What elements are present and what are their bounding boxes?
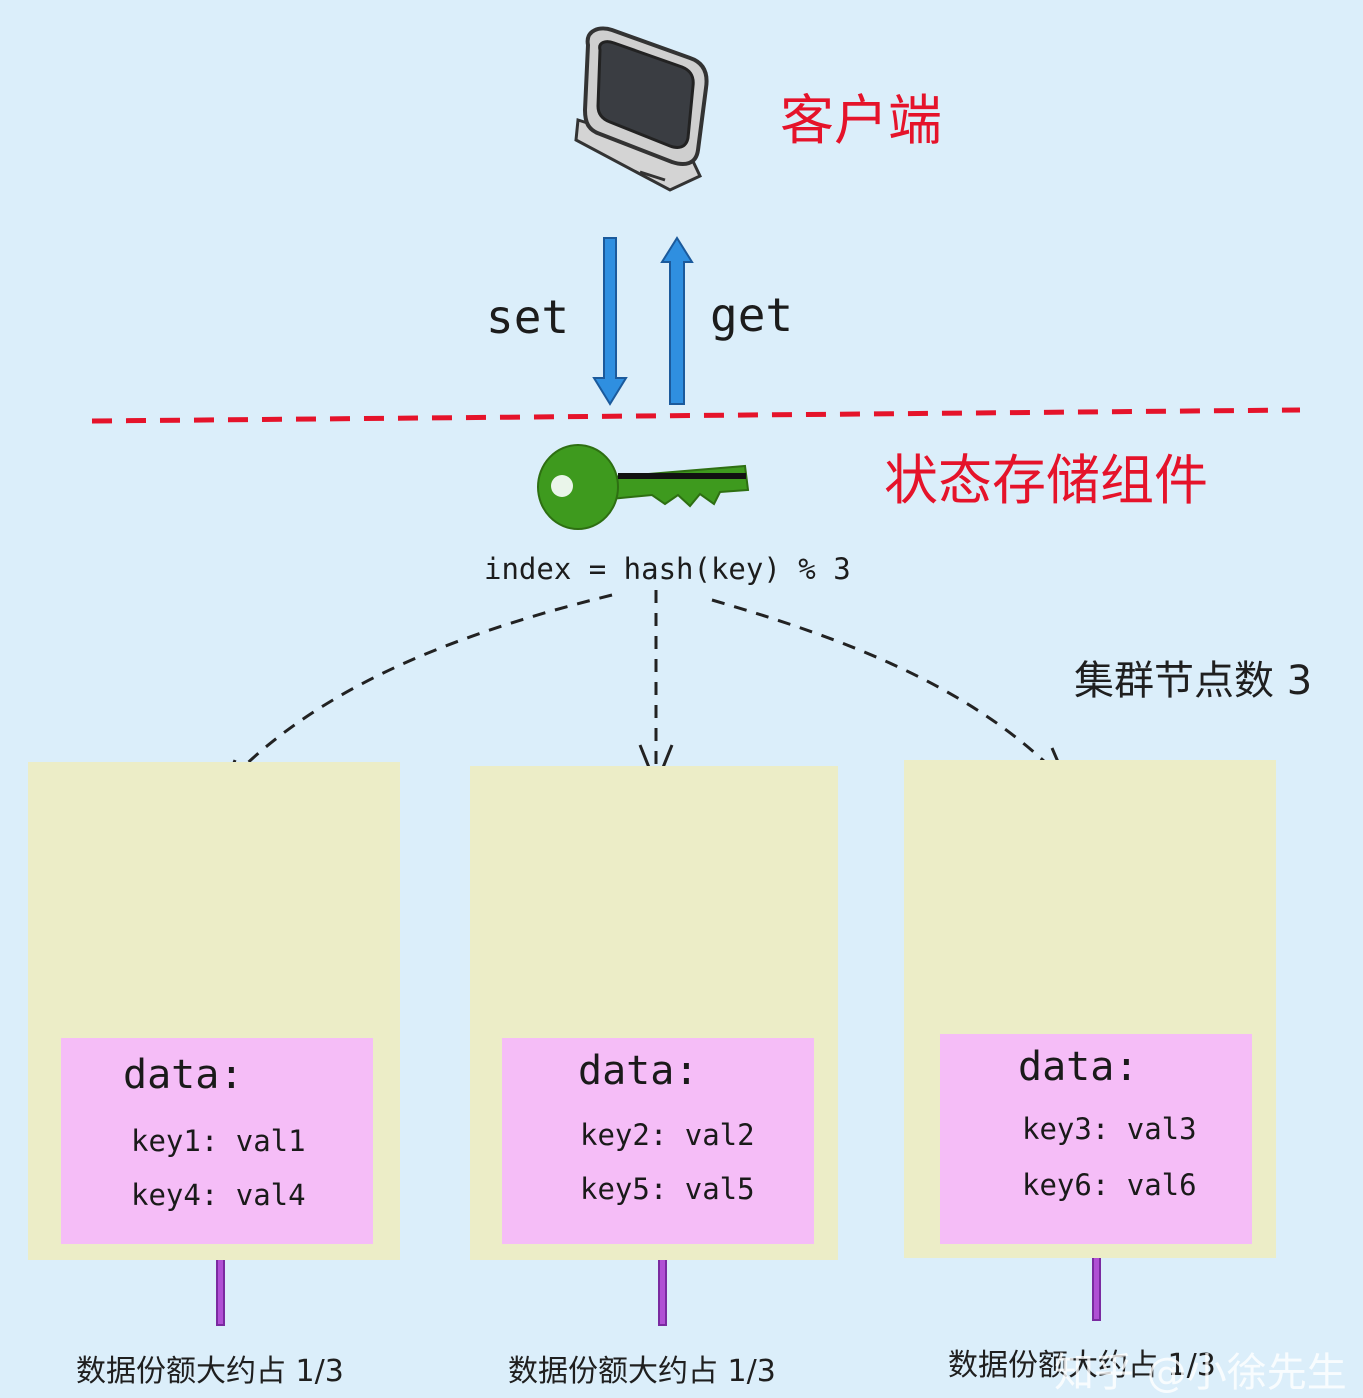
set-arrow	[592, 237, 628, 406]
node-data-panel: data: key2: val2 key5: val5	[502, 1038, 814, 1244]
get-label: get	[710, 288, 794, 342]
data-entry: key6: val6	[1022, 1168, 1197, 1202]
data-entry: key3: val3	[1022, 1112, 1197, 1146]
data-title: data:	[123, 1052, 244, 1098]
cluster-node-3: data: key3: val3 key6: val6	[904, 760, 1276, 1258]
state-store-label: 状态存储组件	[884, 449, 1208, 512]
hash-routing-arrows	[224, 590, 1070, 787]
cluster-node-1: data: key1: val1 key4: val4	[28, 762, 400, 1260]
data-title: data:	[1018, 1044, 1139, 1090]
data-entry: key5: val5	[580, 1172, 755, 1206]
data-title: data:	[578, 1048, 699, 1094]
key-icon	[537, 444, 750, 530]
cluster-node-2: data: key2: val2 key5: val5	[470, 766, 838, 1260]
data-entry: key2: val2	[580, 1118, 755, 1152]
data-share-label: 数据份额大约占 1/3	[508, 1354, 776, 1389]
boundary-dashed-line	[91, 407, 1301, 424]
data-entry: key4: val4	[131, 1178, 306, 1212]
computer-monitor-icon	[574, 26, 709, 192]
watermark: 知乎 @小徐先生	[1054, 1350, 1347, 1396]
node-data-panel: data: key3: val3 key6: val6	[940, 1034, 1252, 1244]
data-entry: key1: val1	[131, 1124, 306, 1158]
cluster-node-count-label: 集群节点数 3	[1074, 658, 1313, 704]
client-label: 客户端	[780, 89, 942, 152]
set-label: set	[486, 290, 570, 344]
node-data-panel: data: key1: val1 key4: val4	[61, 1038, 373, 1244]
get-arrow	[660, 236, 694, 405]
data-share-label: 数据份额大约占 1/3	[76, 1354, 344, 1389]
data-share-label: 数据份额大约占 1/3	[948, 1348, 1216, 1383]
hash-formula: index = hash(key) % 3	[484, 552, 851, 586]
